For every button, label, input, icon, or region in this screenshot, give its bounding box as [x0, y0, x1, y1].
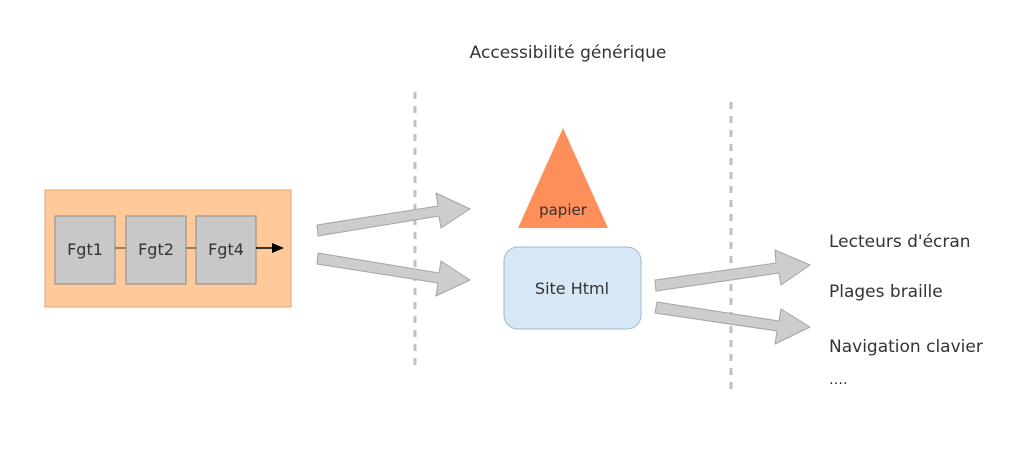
device-ellipsis: ….	[829, 372, 847, 388]
arrow-to-screen-readers	[654, 249, 811, 292]
arrow-to-braille	[654, 301, 811, 345]
device-keyboard-navigation: Navigation clavier	[829, 337, 983, 357]
fragment-box-3	[195, 215, 257, 285]
fragment-label-3: Fgt4	[208, 240, 244, 259]
diagram-title: Accessibilité générique	[470, 43, 667, 63]
fragment-label-2: Fgt2	[138, 240, 174, 259]
device-screen-readers: Lecteurs d'écran	[829, 232, 971, 252]
site-html-label: Site Html	[535, 279, 609, 298]
fragment-box-2	[125, 215, 187, 285]
fragment-output-arrowhead	[272, 243, 284, 253]
fragment-box-1	[54, 215, 116, 285]
paper-triangle	[518, 128, 608, 228]
site-html-box	[503, 246, 642, 330]
source-box: Fgt1 Fgt2 Fgt4	[44, 189, 292, 308]
arrow-to-site	[316, 252, 471, 297]
fragment-label-1: Fgt1	[67, 240, 103, 259]
arrow-to-paper	[316, 192, 471, 237]
paper-label: papier	[539, 201, 588, 219]
device-braille: Plages braille	[829, 282, 943, 302]
